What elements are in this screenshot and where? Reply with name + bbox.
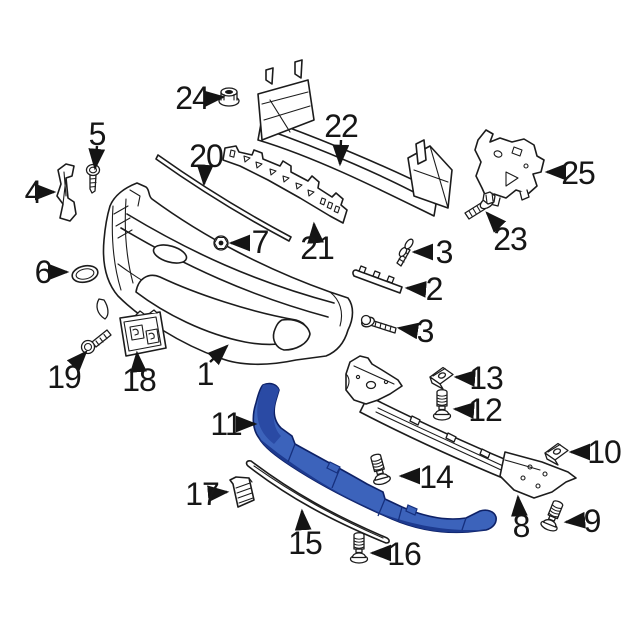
callout-17: 17 [185,476,220,512]
callout-arrows [34,90,591,562]
part-3-pin-upper [396,238,414,267]
callout-2: 2 [425,271,444,307]
part-22-impact-bar [257,59,453,217]
part-21-absorber [222,145,348,224]
part-11-valance-highlighted [252,382,497,534]
part-15-trim-strip [245,460,390,544]
part-25-bracket [474,129,545,207]
callout-9: 9 [583,503,602,539]
callout-13: 13 [469,360,504,396]
part-1-bumper-cover [96,182,354,366]
part-23-bolt [464,191,496,220]
part-13-clip [429,366,454,390]
part-8-lower-shield [345,355,577,499]
part-18-license-bracket [119,309,167,357]
callout-18: 18 [122,362,157,398]
callout-21: 21 [300,230,335,266]
callout-12: 12 [468,392,503,428]
part-2-molding-strip [352,265,403,294]
callout-7: 7 [251,224,270,260]
callout-16: 16 [387,536,422,572]
part-16-screw [349,532,369,564]
callout-25: 25 [561,155,596,191]
part-3-bolt-lower [360,314,397,334]
callout-22: 22 [324,108,359,144]
part-14-screw [366,451,392,487]
part-4-bracket [56,163,77,222]
part-7-nut [213,235,229,251]
callout-14: 14 [419,459,454,495]
callout-10: 10 [587,434,622,470]
part-10-clip [544,442,569,466]
callout-1: 1 [196,356,215,392]
part-5-screw [85,163,101,194]
callout-3-upper: 3 [435,234,454,270]
callout-6: 6 [34,254,53,290]
callout-11: 11 [210,406,242,442]
callout-19: 19 [47,359,82,395]
callout-4: 4 [24,174,43,210]
part-9-screw [538,497,568,534]
callout-23: 23 [493,221,528,257]
callout-5: 5 [88,116,107,152]
callout-8: 8 [512,508,531,544]
part-17-bracket [229,476,255,508]
part-6-oval-seal [71,264,99,284]
callout-15: 15 [288,525,323,561]
callout-24: 24 [175,80,210,116]
part-19-screw [80,329,112,355]
callout-3-lower: 3 [416,313,435,349]
callout-20: 20 [189,138,224,174]
part-12-screw [432,389,452,421]
